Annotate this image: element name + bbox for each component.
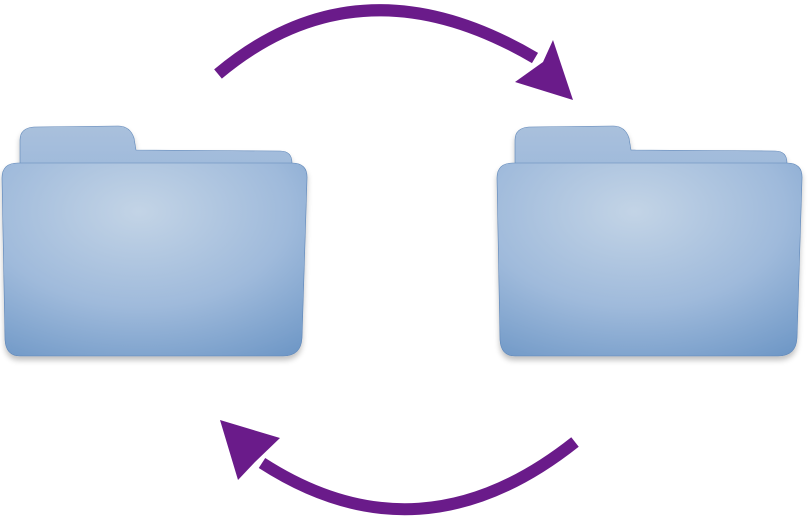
arrow-right-to-left — [220, 420, 579, 516]
folder-right-icon — [496, 125, 803, 357]
folder-left-icon — [1, 125, 308, 357]
arrow-left-to-right — [214, 4, 573, 100]
